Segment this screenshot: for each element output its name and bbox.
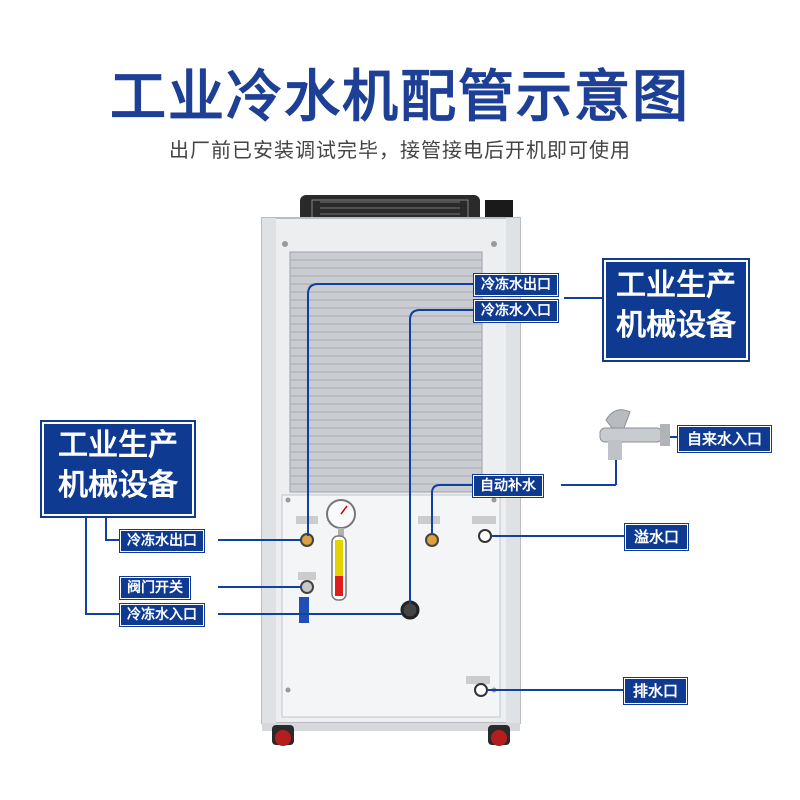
label-tap-inlet: 自来水入口 xyxy=(678,426,772,452)
drain-fitting xyxy=(474,683,488,697)
line-chilled-out-top xyxy=(307,283,476,536)
chilled-water-inlet-fitting xyxy=(400,600,420,620)
line-chilled-in-top xyxy=(409,309,476,604)
label-chilled-out-top: 冷冻水出口 xyxy=(474,274,558,296)
right-box-line1: 工业生产 xyxy=(616,268,736,303)
auto-makeup-fitting xyxy=(425,533,439,547)
line-left-in xyxy=(85,512,124,615)
label-auto-makeup: 自动补水 xyxy=(473,475,543,497)
label-chilled-in-left: 冷冻水入口 xyxy=(120,604,204,626)
page-title: 工业冷水机配管示意图 xyxy=(110,65,690,130)
control-panel xyxy=(281,494,501,718)
label-chilled-in-top: 冷冻水入口 xyxy=(474,300,558,322)
label-valve: 阀门开关 xyxy=(120,577,190,599)
valve-handle xyxy=(299,597,309,623)
left-box-line2: 机械设备 xyxy=(58,468,178,503)
overflow-fitting xyxy=(478,529,492,543)
tap-icon xyxy=(599,409,670,460)
valve-fitting xyxy=(300,580,314,594)
line-left-box xyxy=(105,512,122,541)
left-equipment-box: 工业生产 机械设备 xyxy=(42,422,194,516)
line-auto-makeup xyxy=(431,484,474,534)
label-chilled-out-left: 冷冻水出口 xyxy=(120,530,204,552)
page-subtitle: 出厂前已安装调试完毕，接管接电后开机即可使用 xyxy=(169,138,631,162)
label-drain: 排水口 xyxy=(624,678,688,704)
label-overflow: 溢水口 xyxy=(625,524,689,550)
right-box-line2: 机械设备 xyxy=(616,308,736,343)
left-box-line1: 工业生产 xyxy=(58,428,178,463)
right-equipment-box: 工业生产 机械设备 xyxy=(604,260,748,360)
